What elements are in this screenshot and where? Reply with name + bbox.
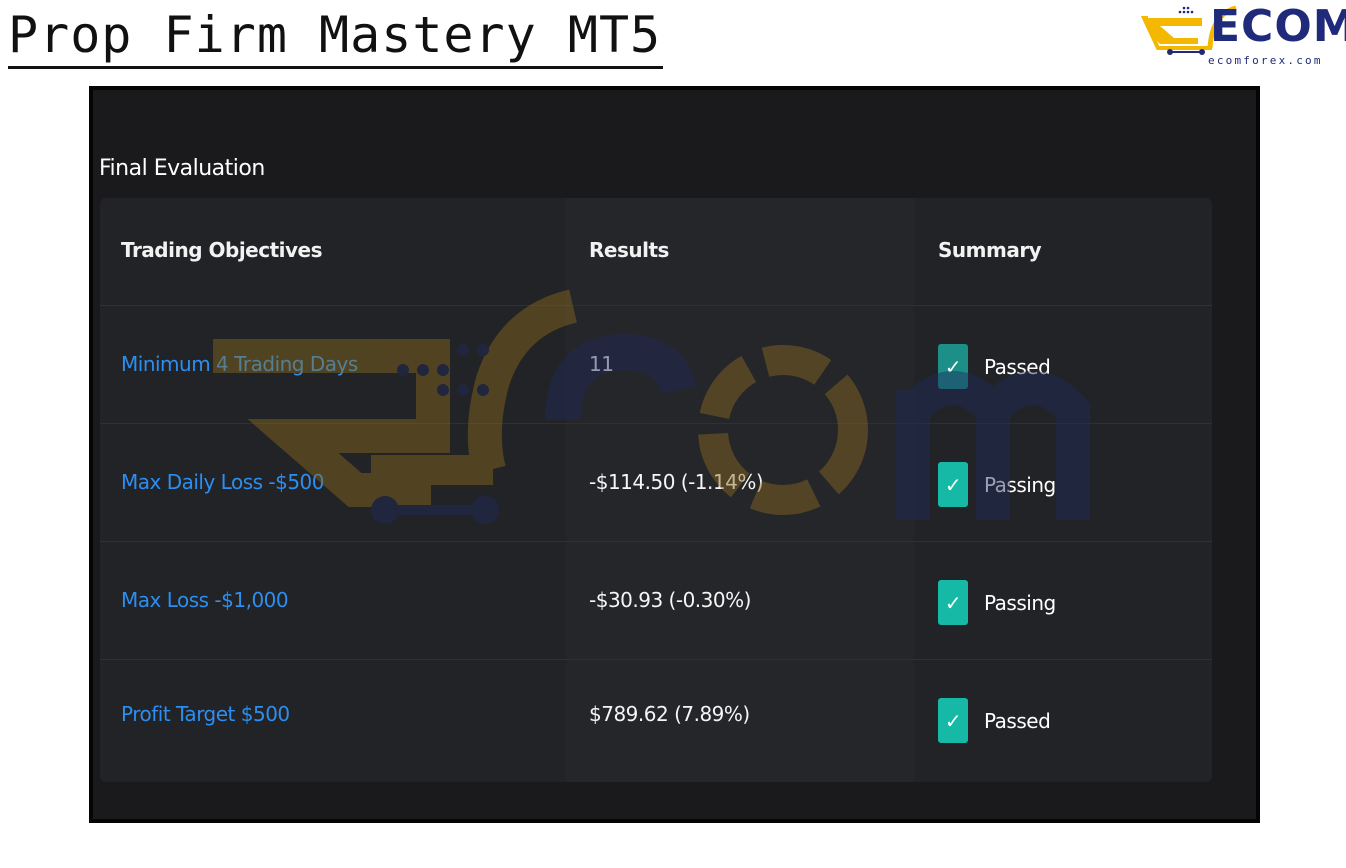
checkbox-checked-icon: ✓ bbox=[938, 698, 968, 743]
evaluation-table: Trading Objectives Results Summary Minim… bbox=[100, 198, 1212, 782]
evaluation-screenshot: Final Evaluation Trading Objectives Resu… bbox=[89, 86, 1260, 823]
column-header-results: Results bbox=[589, 238, 669, 262]
table-row: Max Daily Loss -$500 -$114.50 (-1.14%) ✓… bbox=[100, 424, 1212, 542]
brand-wordmark: ECOM bbox=[1210, 1, 1346, 52]
objective-link[interactable]: Minimum 4 Trading Days bbox=[121, 352, 358, 376]
objective-link[interactable]: Max Daily Loss -$500 bbox=[121, 470, 325, 494]
summary-status: ✓ Passed bbox=[938, 698, 1051, 743]
checkbox-checked-icon: ✓ bbox=[938, 344, 968, 389]
brand-site-text: ecomforex.com bbox=[1208, 54, 1323, 67]
ecom-logo-icon bbox=[1140, 5, 1237, 55]
result-value: -$30.93 (-0.30%) bbox=[589, 588, 751, 612]
status-text: Passed bbox=[984, 708, 1051, 733]
table-row: Minimum 4 Trading Days 11 ✓ Passed bbox=[100, 306, 1212, 424]
checkbox-checked-icon: ✓ bbox=[938, 580, 968, 625]
table-header: Trading Objectives Results Summary bbox=[100, 198, 1212, 306]
checkbox-checked-icon: ✓ bbox=[938, 462, 968, 507]
column-header-summary: Summary bbox=[938, 238, 1042, 262]
result-value: 11 bbox=[589, 352, 614, 376]
objective-link[interactable]: Profit Target $500 bbox=[121, 702, 290, 726]
result-value: $789.62 (7.89%) bbox=[589, 702, 750, 726]
summary-status: ✓ Passing bbox=[938, 580, 1056, 625]
status-text: Passing bbox=[984, 590, 1056, 615]
table-row: Max Loss -$1,000 -$30.93 (-0.30%) ✓ Pass… bbox=[100, 542, 1212, 660]
section-title: Final Evaluation bbox=[99, 156, 265, 181]
result-value: -$114.50 (-1.14%) bbox=[589, 470, 764, 494]
status-text: Passed bbox=[984, 354, 1051, 379]
objective-link[interactable]: Max Loss -$1,000 bbox=[121, 588, 289, 612]
summary-status: ✓ Passed bbox=[938, 344, 1051, 389]
column-header-objectives: Trading Objectives bbox=[121, 238, 323, 262]
status-text: Passing bbox=[984, 472, 1056, 497]
summary-status: ✓ Passing bbox=[938, 462, 1056, 507]
table-row: Profit Target $500 $789.62 (7.89%) ✓ Pas… bbox=[100, 660, 1212, 778]
page-title: Prop Firm Mastery MT5 bbox=[8, 4, 664, 69]
results-column-shade bbox=[566, 198, 914, 782]
